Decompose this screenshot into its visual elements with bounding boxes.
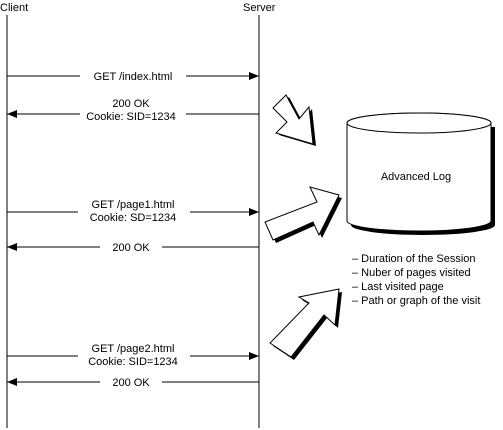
- message-200-ok-page1: 200 OK: [7, 242, 259, 254]
- message-label: 200 OK: [112, 377, 150, 389]
- log-details-list: – Duration of the Session – Nuber of pag…: [352, 253, 480, 307]
- advanced-log-database: Advanced Log: [346, 112, 495, 235]
- client-lifeline-label: Client: [0, 2, 28, 14]
- log-detail-item: – Duration of the Session: [352, 253, 476, 265]
- database-top: [346, 112, 492, 134]
- message-label: GET /index.html: [94, 71, 173, 83]
- message-get-index: GET /index.html: [7, 71, 259, 83]
- block-arrow-1: [272, 94, 316, 146]
- message-get-page2: GET /page2.html Cookie: SID=1234: [7, 343, 259, 368]
- log-detail-item: – Nuber of pages visited: [352, 267, 471, 279]
- log-detail-item: – Path or graph of the visit: [352, 295, 480, 307]
- message-label: Cookie: SD=1234: [90, 212, 177, 224]
- message-label: 200 OK: [112, 242, 150, 254]
- message-label: 200 OK: [112, 98, 150, 110]
- message-200-ok-set-cookie: 200 OK Cookie: SID=1234: [7, 98, 259, 123]
- message-label: GET /page2.html: [92, 343, 175, 355]
- database-label: Advanced Log: [381, 171, 451, 183]
- block-arrow-shape: [272, 94, 314, 145]
- log-detail-item: – Last visited page: [352, 281, 444, 293]
- server-lifeline-label: Server: [243, 2, 276, 14]
- message-label: Cookie: SID=1234: [88, 356, 178, 368]
- block-arrow-shape: [269, 288, 340, 358]
- message-get-page1: GET /page1.html Cookie: SD=1234: [7, 199, 259, 224]
- block-arrow-2: [264, 186, 342, 243]
- message-label: Cookie: SID=1234: [86, 111, 176, 123]
- block-arrow-shape: [264, 186, 340, 241]
- message-200-ok-page2: 200 OK: [7, 377, 259, 389]
- message-label: GET /page1.html: [92, 199, 175, 211]
- block-arrow-3: [269, 288, 342, 360]
